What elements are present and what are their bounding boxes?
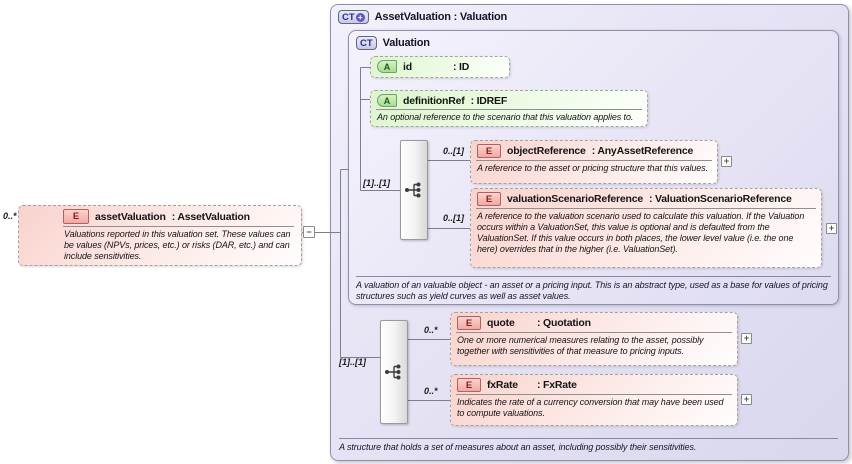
attribute-id[interactable]: A id : ID xyxy=(370,56,510,78)
cardinality-quote: 0..* xyxy=(424,325,438,335)
sequence-compositor-extension[interactable] xyxy=(380,320,408,424)
element-name: objectReference xyxy=(507,145,586,157)
attribute-name: id xyxy=(403,60,412,73)
element-annotation: A reference to the asset or pricing stru… xyxy=(476,160,712,177)
cardinality-objectreference: 0..[1] xyxy=(443,146,465,156)
basetype-header[interactable]: CT Valuation xyxy=(349,31,838,55)
cardinality-sequence-extension: [1]..[1] xyxy=(339,357,366,367)
expand-toggle-icon[interactable]: + xyxy=(741,394,752,405)
attribute-icon: A xyxy=(377,94,397,107)
element-type: : ValuationScenarioReference xyxy=(649,193,792,205)
cardinality-fxrate: 0..* xyxy=(424,386,438,396)
element-valuationscenarioreference[interactable]: E valuationScenarioReference : Valuation… xyxy=(470,188,822,268)
attribute-name: definitionRef xyxy=(403,94,465,107)
sequence-icon xyxy=(405,182,421,198)
expand-toggle-icon[interactable]: + xyxy=(741,333,752,344)
ct-badge-label: CT xyxy=(342,11,355,23)
cardinality-assetvaluation: 0..* xyxy=(3,211,17,221)
complextype-plus-icon: CT+ xyxy=(338,10,369,24)
basetype-title: Valuation xyxy=(382,37,430,49)
attribute-type: : IDREF xyxy=(470,94,508,107)
element-icon: E xyxy=(63,209,89,224)
element-type: : AssetValuation xyxy=(171,210,250,223)
expand-toggle-icon[interactable]: + xyxy=(826,223,837,234)
element-objectreference[interactable]: E objectReference : AnyAssetReference A … xyxy=(470,140,718,184)
element-quote[interactable]: E quote : Quotation One or more numerica… xyxy=(450,312,738,366)
element-type: : Quotation xyxy=(537,317,591,329)
element-fxrate[interactable]: E fxRate : FxRate Indicates the rate of … xyxy=(450,374,738,426)
attribute-icon: A xyxy=(377,60,397,73)
element-name: fxRate xyxy=(487,379,518,391)
element-name: quote xyxy=(487,317,515,329)
element-annotation: A reference to the valuation scenario us… xyxy=(476,208,816,258)
sequence-compositor-base[interactable] xyxy=(400,140,428,240)
complextype-title: AssetValuation : Valuation xyxy=(374,11,508,23)
attribute-annotation: An optional reference to the scenario th… xyxy=(376,109,642,126)
element-icon: E xyxy=(477,144,501,158)
complextype-icon: CT xyxy=(356,36,377,50)
element-icon: E xyxy=(457,316,481,330)
cardinality-valuationscenarioreference: 0..[1] xyxy=(443,213,465,223)
cardinality-sequence-base: [1]..[1] xyxy=(363,178,390,188)
element-annotation: Indicates the rate of a currency convers… xyxy=(456,394,732,422)
element-annotation: Valuations reported in this valuation se… xyxy=(63,226,294,265)
derived-plus-icon: + xyxy=(355,12,365,22)
element-icon: E xyxy=(457,378,481,392)
attribute-definitionref[interactable]: A definitionRef : IDREF An optional refe… xyxy=(370,90,648,127)
basetype-description: A valuation of an valuable object - an a… xyxy=(356,276,831,302)
complextype-header[interactable]: CT+ AssetValuation : Valuation xyxy=(331,5,848,29)
collapse-toggle-icon[interactable]: − xyxy=(303,226,315,238)
element-icon: E xyxy=(477,192,501,206)
attribute-type: : ID xyxy=(453,60,470,73)
sequence-icon xyxy=(385,364,401,380)
complextype-description: A structure that holds a set of measures… xyxy=(339,438,838,453)
element-type: : FxRate xyxy=(537,379,577,391)
element-type: : AnyAssetReference xyxy=(591,145,694,157)
element-assetvaluation[interactable]: E assetValuation : AssetValuation Valuat… xyxy=(18,205,302,266)
element-name: assetValuation xyxy=(95,210,166,223)
element-name: valuationScenarioReference xyxy=(507,193,644,205)
element-annotation: One or more numerical measures relating … xyxy=(456,332,732,360)
expand-toggle-icon[interactable]: + xyxy=(721,156,732,167)
